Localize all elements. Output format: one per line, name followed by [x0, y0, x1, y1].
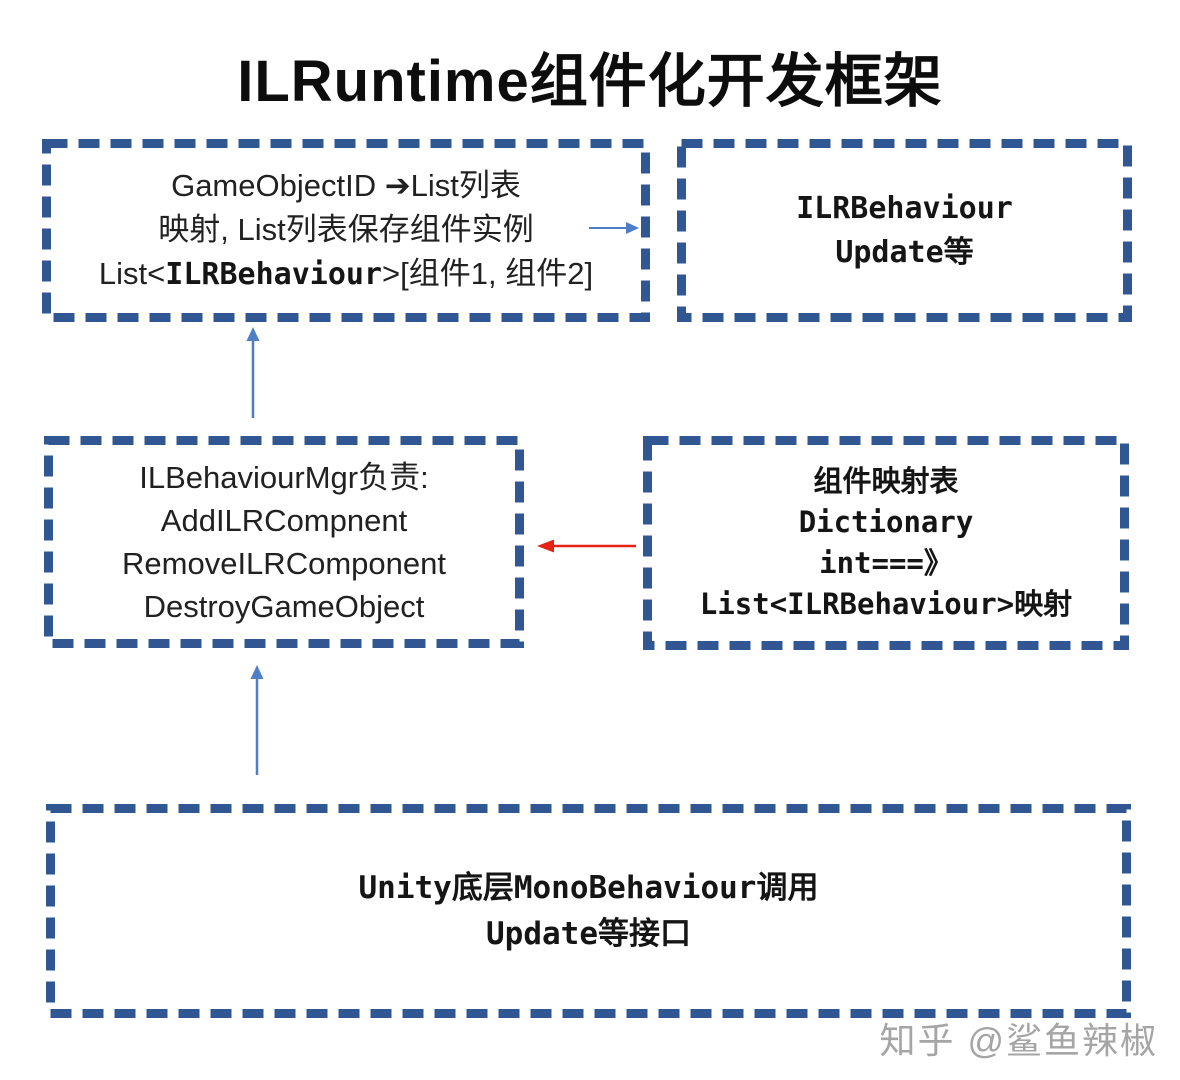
arrow-gameobject-to-ilrbehaviour-icon [589, 222, 639, 234]
mgr-line4: DestroyGameObject [143, 589, 425, 624]
gameobject-map-line2: 映射, List列表保存组件实例 [158, 212, 534, 247]
list-prefix: List< [98, 256, 166, 291]
ilrbehaviour-line1: ILRBehaviour [796, 190, 1013, 226]
mgr-line2: AddILRCompnent [160, 503, 408, 538]
behaviour-mgr-box: ILBehaviourMgr负责: AddILRCompnent RemoveI… [44, 436, 524, 648]
mgr-line3: RemoveILRComponent [122, 546, 446, 581]
arrow-unity-to-mgr-icon [250, 665, 264, 775]
ilrbehaviour-line2: Update等 [835, 234, 974, 270]
unity-monobehaviour-box: Unity底层MonoBehaviour调用 Update等接口 [46, 804, 1131, 1018]
gameobject-map-box: GameObjectID ➔List列表 映射, List列表保存组件实例 Li… [42, 139, 650, 322]
mapping-table-line1: 组件映射表 [813, 464, 959, 498]
mapping-table-line3: int===》 [819, 546, 953, 580]
arrow-table-to-mgr-icon [537, 539, 636, 553]
ilrbehaviour-code: ILRBehaviour [165, 257, 383, 292]
components-suffix: >[组件1, 组件2] [382, 256, 594, 291]
dashed-border [44, 436, 524, 648]
gameobject-map-line3: List<ILRBehaviour>[组件1, 组件2] [99, 252, 593, 297]
mapping-table-box: 组件映射表 Dictionary int===》 List<ILRBehavio… [643, 436, 1129, 650]
arrow-mgr-to-gameobject-icon [246, 327, 260, 418]
page-title: ILRuntime组件化开发框架 [237, 49, 943, 114]
dashed-border [677, 139, 1132, 322]
gameobject-map-line1: GameObjectID ➔List列表 [171, 168, 521, 203]
mapping-table-line2: Dictionary [798, 505, 974, 539]
mgr-line1: ILBehaviourMgr负责: [139, 460, 429, 495]
unity-line1: Unity底层MonoBehaviour调用 [358, 870, 819, 906]
mapping-table-line4: List<ILRBehaviour>映射 [699, 587, 1073, 621]
ilrbehaviour-box: ILRBehaviour Update等 [677, 139, 1132, 322]
dashed-border [643, 436, 1129, 650]
zhihu-watermark: 知乎 @鲨鱼辣椒 [879, 1020, 1158, 1061]
unity-line2: Update等接口 [486, 916, 691, 952]
dashed-border [42, 139, 650, 322]
